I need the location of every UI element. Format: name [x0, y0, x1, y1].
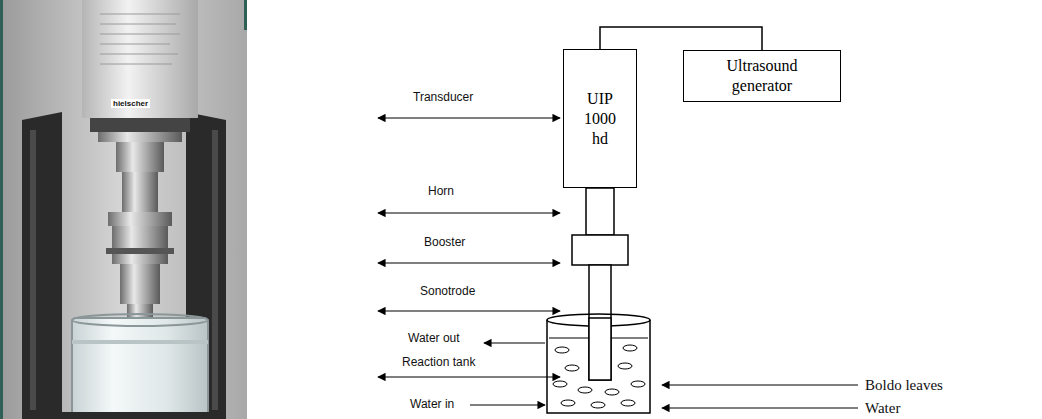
part-label: Water in	[410, 397, 454, 411]
reaction-tank	[547, 314, 650, 413]
sonicator-photo	[0, 0, 247, 419]
part-label: Reaction tank	[402, 355, 475, 369]
generator-box: Ultrasound generator	[683, 50, 841, 102]
part-label: Transducer	[413, 90, 473, 104]
part-label: Booster	[424, 235, 465, 249]
content-label: Water	[865, 400, 900, 417]
node-text: UIP 1000 hd	[584, 89, 616, 149]
part-label: Water out	[408, 331, 460, 345]
transducer-box: UIP 1000 hd	[563, 49, 637, 188]
brand-label: hielscher	[111, 99, 150, 108]
part-label: Sonotrode	[420, 284, 475, 298]
probe-schematic	[572, 188, 628, 380]
node-text: Ultrasound generator	[726, 56, 797, 96]
part-label: Horn	[428, 184, 454, 198]
content-label: Boldo leaves	[865, 377, 943, 394]
cable-line	[600, 27, 762, 50]
